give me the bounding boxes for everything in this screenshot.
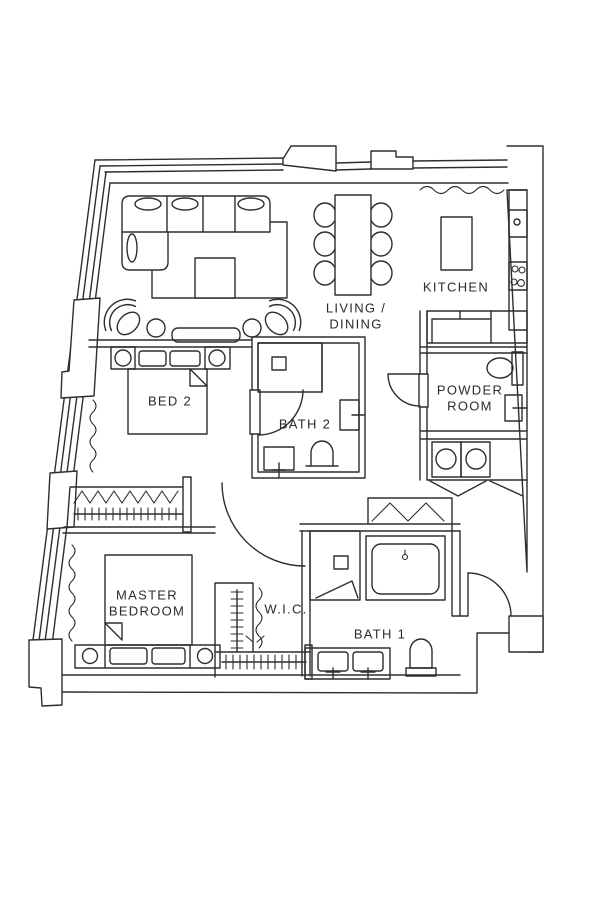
powder-toilet	[486, 357, 514, 379]
master-suite	[74, 554, 311, 678]
shower	[257, 342, 323, 393]
pillow	[151, 647, 186, 665]
pillow	[109, 647, 148, 665]
bed-fold	[189, 368, 208, 387]
hallway	[62, 476, 512, 617]
entry-door-swing	[467, 572, 512, 617]
kitchen-counter	[426, 310, 528, 344]
corner-block	[28, 638, 63, 707]
dryer	[460, 441, 491, 478]
exterior-walls	[28, 145, 544, 707]
room-label-powder-room: POWDER ROOM	[436, 382, 504, 414]
door-opening	[418, 373, 429, 408]
nightstand	[110, 346, 136, 370]
sofa-cushion	[171, 197, 199, 211]
nightstand	[204, 346, 231, 370]
lamp	[208, 349, 226, 367]
break-line	[89, 399, 97, 473]
sofa-cushion	[237, 197, 265, 211]
tub-faucet	[401, 553, 409, 561]
bed2-room	[88, 339, 253, 435]
lamp	[81, 647, 99, 665]
dining-chair	[313, 260, 337, 286]
dining-furniture	[313, 194, 393, 296]
shower-door	[315, 580, 359, 599]
faucet	[513, 218, 521, 226]
room-label-bath-1: BATH 1	[353, 626, 407, 642]
lamp	[196, 647, 214, 665]
break-line	[255, 587, 263, 649]
room-label-kitchen: KITCHEN	[422, 279, 490, 295]
dining-chair	[369, 260, 393, 286]
coat-closet-hangers	[371, 502, 445, 522]
headboard-band	[74, 644, 221, 669]
kitchen-window-wave	[419, 185, 505, 195]
sectional-sofa	[121, 195, 271, 271]
kitchen-island	[440, 216, 473, 271]
pillow	[138, 350, 167, 367]
cooktop	[508, 261, 528, 291]
bathtub	[365, 535, 446, 601]
lamp	[114, 349, 132, 367]
bath2-room	[249, 336, 366, 479]
facade-column	[370, 150, 414, 170]
right-wall	[506, 145, 544, 653]
shower-drain	[271, 356, 287, 371]
closet-hangers	[73, 490, 179, 504]
bifold-doors	[429, 480, 524, 497]
bath2-door-swing	[257, 389, 304, 436]
bed-fold	[104, 622, 123, 641]
kitchen-sink	[508, 209, 528, 238]
media-console	[171, 327, 241, 343]
dining-chair	[313, 202, 337, 228]
bath2-toilet	[305, 440, 339, 467]
shower-drain	[333, 555, 349, 570]
powder-room-block	[387, 310, 528, 497]
side-table	[242, 318, 262, 338]
closet-end-wall	[182, 476, 192, 533]
facade-column	[282, 145, 337, 172]
bath1-toilet	[409, 638, 433, 669]
bed	[127, 368, 208, 435]
shelf-marks	[245, 635, 265, 643]
chaise-cushion	[126, 233, 138, 263]
entry-door-leaf	[459, 572, 469, 617]
room-label-living-dining: LIVING / DINING	[325, 300, 387, 332]
toilet-tank	[511, 351, 524, 386]
shower	[309, 530, 361, 601]
dining-chair	[369, 231, 393, 257]
break-line	[68, 544, 76, 642]
pillow	[169, 350, 201, 367]
room-label-bed-2: BED 2	[147, 393, 193, 409]
armchair	[103, 298, 141, 336]
sofa-cushion	[134, 197, 162, 211]
living-room-furniture	[103, 195, 302, 343]
dining-table	[334, 194, 372, 296]
room-label-master-bedroom: MASTER BEDROOM	[108, 587, 186, 619]
bath1-room	[299, 523, 461, 680]
powder-door-swing	[387, 373, 421, 407]
mullion-block	[60, 297, 101, 399]
mullion-block	[46, 470, 78, 530]
room-label-bath-2: BATH 2	[278, 416, 332, 432]
dining-chair	[313, 231, 337, 257]
coffee-table	[194, 257, 236, 299]
dining-chair	[369, 202, 393, 228]
room-label-wic: W.I.C.	[264, 601, 308, 617]
entry-column	[508, 615, 544, 653]
door-opening	[249, 389, 261, 435]
side-table	[146, 318, 166, 338]
master-door-swing	[221, 482, 306, 567]
